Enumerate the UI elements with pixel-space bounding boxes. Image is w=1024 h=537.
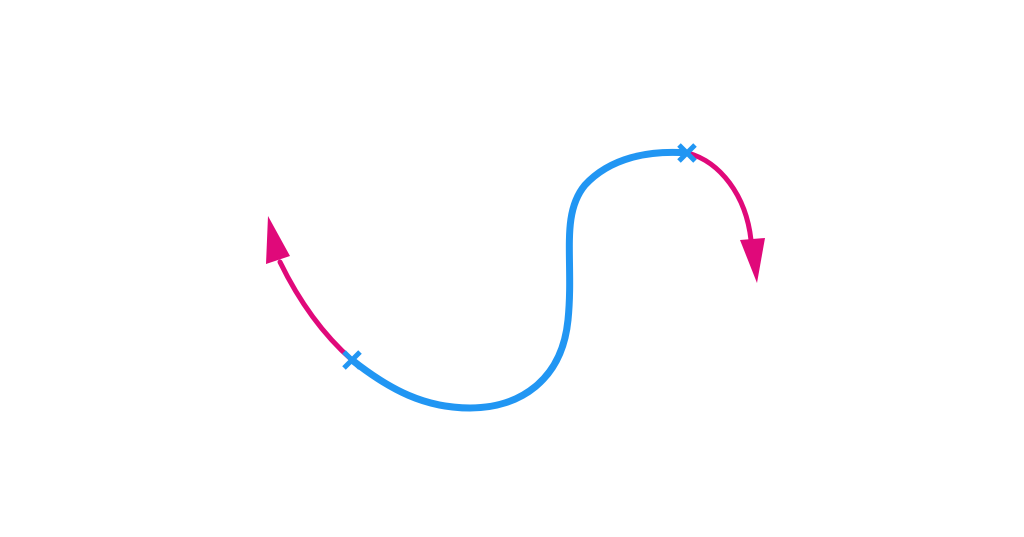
left-arrowhead-icon	[266, 216, 290, 264]
main-s-curve	[348, 148, 692, 412]
right-extension-curve	[685, 150, 754, 243]
right-arrowhead-icon	[740, 238, 765, 283]
left-extension-curve	[277, 259, 355, 363]
split-marker-right-icon	[677, 143, 697, 163]
split-marker-left-icon	[342, 350, 362, 370]
